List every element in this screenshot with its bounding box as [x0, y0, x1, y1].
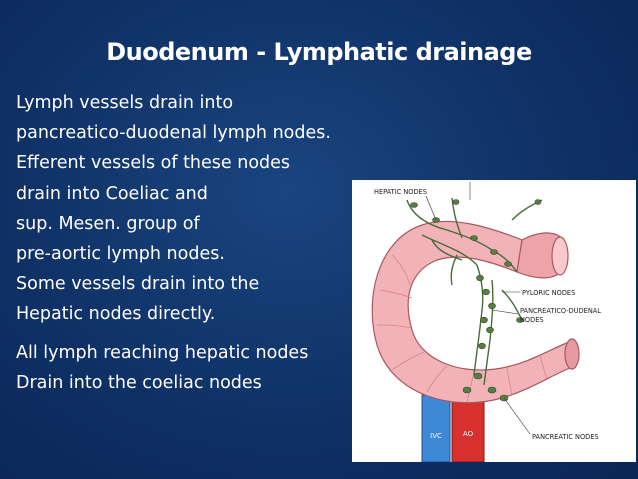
- body-line: Drain into the coeliac nodes: [16, 372, 262, 393]
- pancreatico-duodenal-label-2: NODES: [520, 316, 544, 324]
- ao-label: AO: [463, 430, 474, 438]
- ivc-vessel: [422, 395, 450, 462]
- body-line: pre-aortic lymph nodes.: [16, 244, 225, 265]
- duodenum-lymph-illustration: IVC AO: [352, 180, 636, 462]
- pyloric-nodes-label: PYLORIC NODES: [522, 289, 575, 297]
- body-line: drain into Coeliac and: [16, 183, 208, 204]
- jejunum-opening: [564, 338, 580, 370]
- body-line: sup. Mesen. group of: [16, 213, 200, 234]
- pancreatic-nodes-label: PANCREATIC NODES: [532, 433, 599, 441]
- body-line: Some vessels drain into the: [16, 274, 260, 295]
- pancreatico-duodenal-label: PANCREATICO-DUDENAL: [520, 307, 601, 315]
- illustration-svg: IVC AO: [371, 182, 601, 462]
- body-line: pancreatico-duodenal lymph nodes.: [16, 123, 331, 144]
- body-line: Efferent vessels of these nodes: [16, 153, 291, 174]
- duodenum-loop: [371, 220, 575, 404]
- label-leaders: [425, 182, 531, 435]
- ivc-label: IVC: [430, 432, 442, 440]
- paragraph-gap: [16, 330, 331, 338]
- slide-title: Duodenum - Lymphatic drainage: [106, 38, 532, 66]
- hepatic-nodes-label: HEPATIC NODES: [374, 188, 427, 196]
- lymph-nodes: [410, 199, 542, 402]
- slide-body: Lymph vessels drain into pancreatico-duo…: [16, 88, 331, 398]
- body-line: Hepatic nodes directly.: [16, 304, 216, 325]
- pylorus-opening: [551, 236, 569, 276]
- body-line: All lymph reaching hepatic nodes: [16, 342, 309, 363]
- body-line: Lymph vessels drain into: [16, 93, 234, 113]
